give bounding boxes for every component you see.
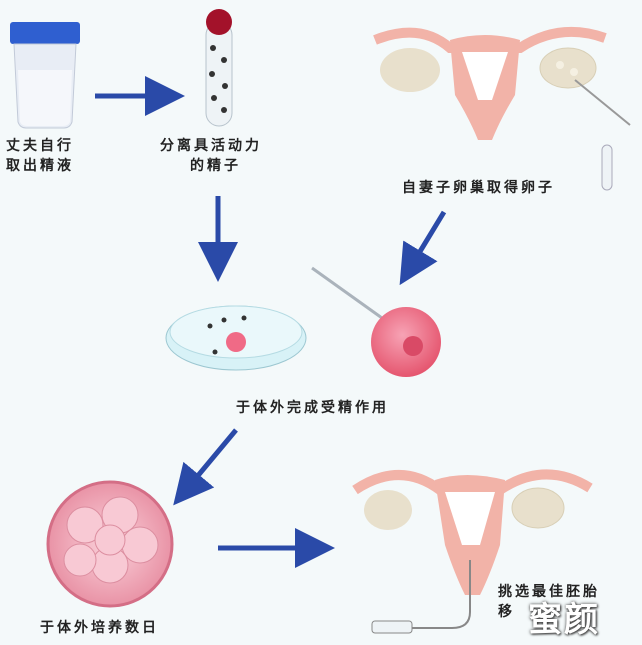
embryo-icon — [46, 480, 174, 608]
step-sperm-select: 分离具活动力 的精子 — [160, 138, 262, 174]
specimen-cup-icon — [10, 22, 80, 129]
uterus-bottom-icon — [352, 469, 593, 634]
step-fertilize: 于体外完成受精作用 — [236, 400, 389, 416]
uterus-top-icon — [373, 26, 631, 191]
step-sperm-collect: 丈夫自行 取出精液 — [6, 138, 74, 174]
arrow-ovary-to-egg — [399, 210, 447, 286]
watermark-logo: 蜜颜 — [528, 600, 600, 640]
step-egg-retrieve: 自妻子卵巢取得卵子 — [402, 180, 555, 196]
petri-dish-icon — [165, 305, 307, 371]
egg-icon — [311, 266, 441, 377]
step-transfer: 挑选最佳胚胎 移 — [498, 584, 600, 620]
arrow-dish-to-embryo — [173, 428, 238, 506]
flow-arrows — [95, 76, 447, 568]
sperm-tube-icon — [205, 9, 233, 127]
step-culture: 于体外培养数日 — [40, 620, 159, 636]
